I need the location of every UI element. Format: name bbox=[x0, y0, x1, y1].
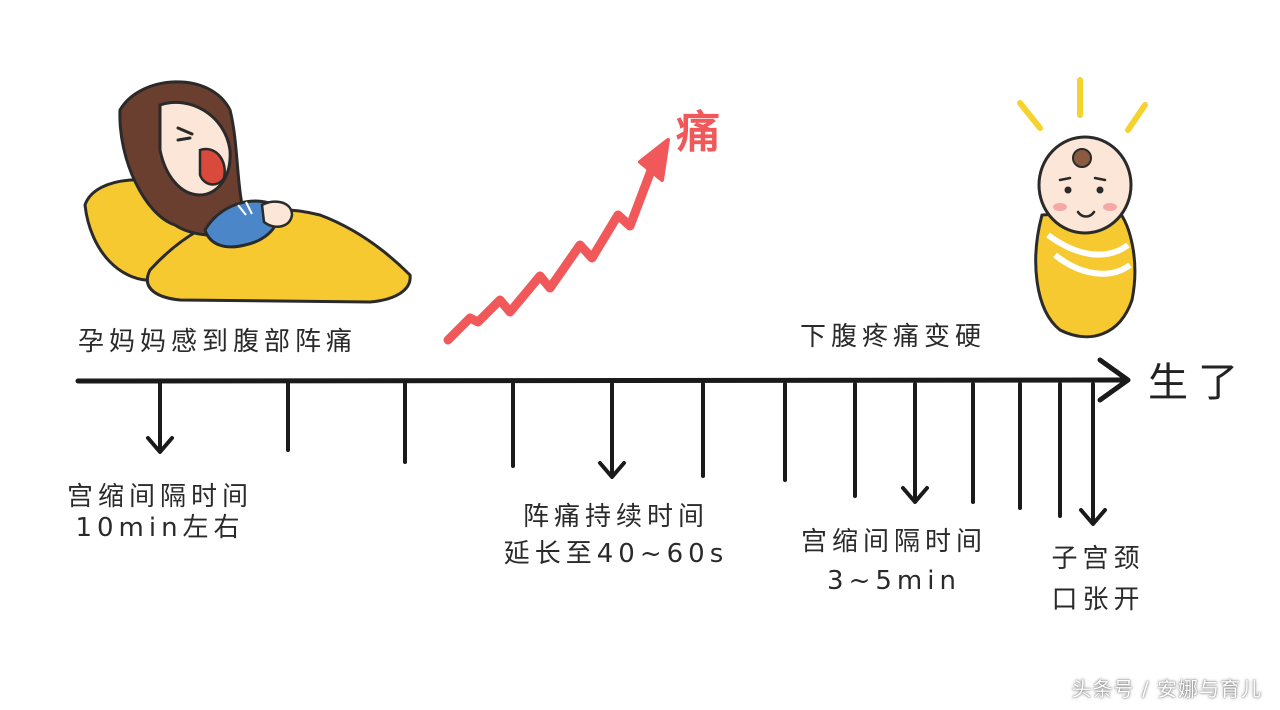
label-cervix-line1: 子宫颈 bbox=[1051, 544, 1145, 574]
label-cervix-line2: 口张开 bbox=[1051, 585, 1145, 616]
watermark: 头条号 / 安娜与育儿 bbox=[1071, 677, 1262, 701]
label-interval-3-5min: 宫缩间隔时间 3~5min bbox=[778, 527, 1010, 597]
label-interval-3-5min-line1: 宫缩间隔时间 bbox=[800, 527, 987, 557]
timeline-ticks bbox=[286, 382, 1062, 518]
pain-zigzag-arrow bbox=[443, 138, 670, 345]
swaddled-baby-illustration bbox=[1017, 77, 1148, 339]
label-start-pain: 孕妈妈感到腹部阵痛 bbox=[78, 327, 358, 357]
label-born: 生了 bbox=[1148, 360, 1248, 406]
label-duration-line1: 阵痛持续时间 bbox=[522, 502, 709, 532]
glow-rays-icon bbox=[1017, 77, 1148, 133]
label-lower-abdomen-hard: 下腹疼痛变硬 bbox=[800, 322, 987, 352]
timeline-axis bbox=[75, 357, 1131, 403]
down-arrow-icon bbox=[1079, 382, 1107, 526]
label-interval-3-5min-line2: 3~5min bbox=[827, 566, 961, 597]
label-interval-10min-line1: 宫缩间隔时间 bbox=[66, 482, 253, 512]
down-arrow-icon bbox=[146, 382, 174, 454]
pregnant-woman-in-bed-illustration bbox=[83, 80, 412, 304]
down-arrow-icon bbox=[901, 382, 929, 504]
label-duration-line2: 延长至40~60s bbox=[503, 539, 729, 570]
label-interval-10min: 宫缩间隔时间 10min左右 bbox=[42, 482, 278, 544]
label-pain: 痛 bbox=[676, 107, 720, 158]
timeline-down-arrows bbox=[146, 382, 1107, 526]
label-interval-10min-line2: 10min左右 bbox=[75, 513, 245, 544]
down-arrow-icon bbox=[598, 382, 626, 479]
label-duration-40-60s: 阵痛持续时间 延长至40~60s bbox=[492, 502, 740, 570]
label-cervix-open: 子宫颈 口张开 bbox=[1035, 544, 1161, 616]
